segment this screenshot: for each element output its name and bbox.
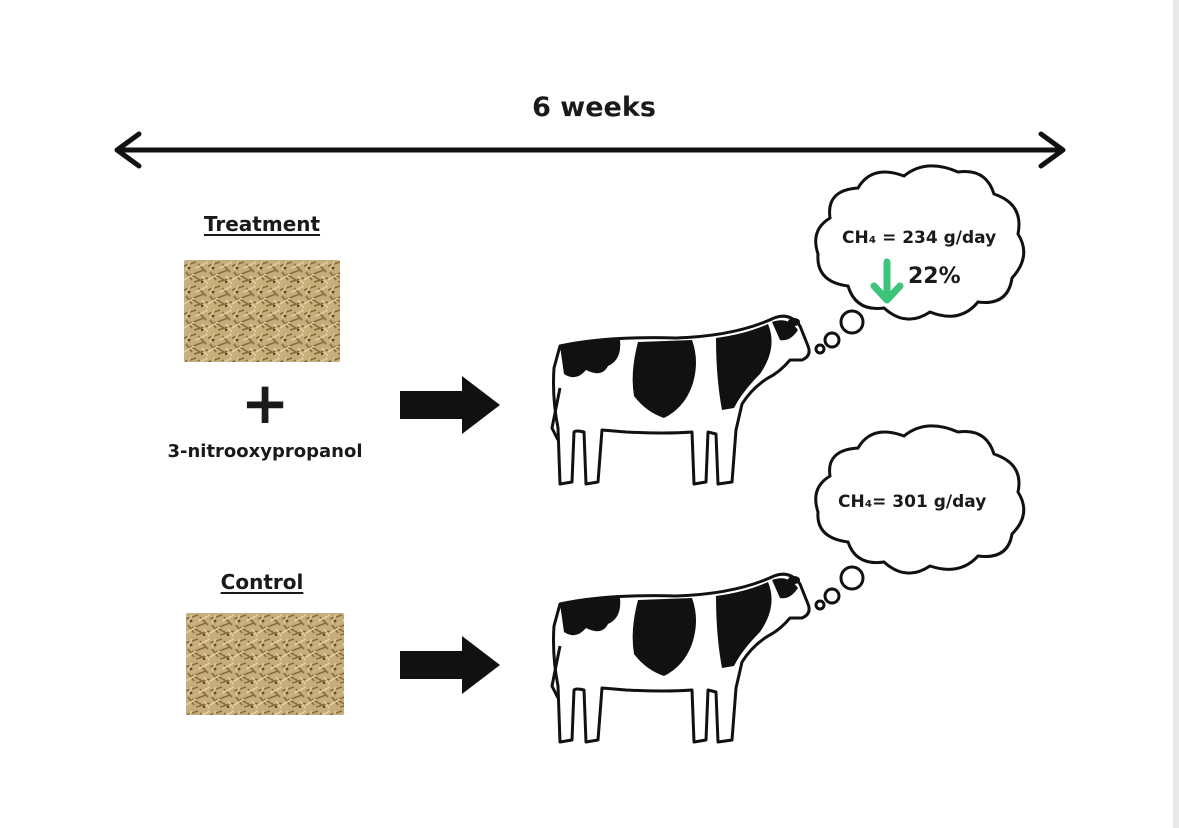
treatment-label: Treatment: [203, 212, 321, 236]
down-arrow-icon: [870, 258, 904, 304]
cow-icon: [550, 314, 811, 486]
reduction-percent: 22%: [908, 264, 961, 289]
thought-bubble-icon: [814, 164, 1026, 355]
additive-label: 3-nitrooxypropanol: [167, 441, 363, 462]
right-arrow-icon: [400, 376, 500, 434]
hay-feed-icon: [186, 613, 344, 715]
plus-sign: +: [240, 369, 290, 437]
control-label: Control: [220, 570, 304, 594]
thought-bubble-icon: [814, 424, 1026, 611]
right-border: [1173, 0, 1179, 828]
double-arrow-icon: [114, 131, 1066, 169]
cow-icon: [550, 572, 811, 744]
duration-label: 6 weeks: [532, 92, 656, 123]
right-arrow-icon: [400, 636, 500, 694]
control-methane-value: CH₄= 301 g/day: [838, 492, 987, 512]
hay-feed-icon: [184, 260, 340, 362]
treatment-methane-value: CH₄ = 234 g/day: [842, 228, 997, 248]
